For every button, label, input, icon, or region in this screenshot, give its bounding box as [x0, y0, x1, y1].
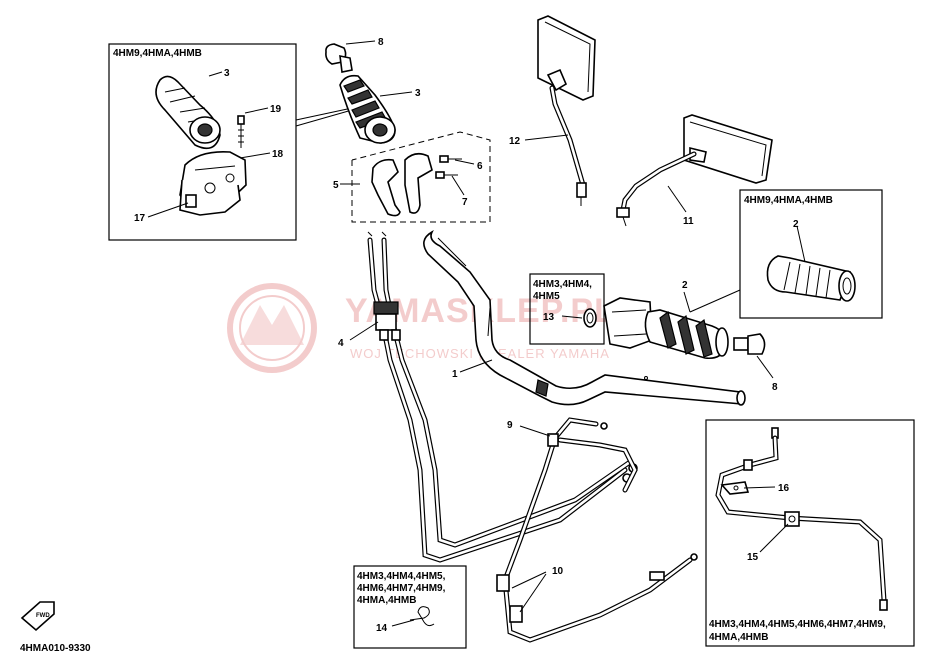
- bolt-part-19: [237, 115, 245, 148]
- front-arrow-icon: FWD: [20, 601, 55, 632]
- lever-holder-group-5: [351, 131, 491, 223]
- callout-2b: 2: [682, 280, 688, 291]
- box-middle-line-1: 4HM3,4HM4,: [533, 279, 592, 290]
- grip-part-2-boxed: [766, 255, 856, 302]
- box-right-grip-label: 4HM9,4HMA,4HMB: [744, 195, 833, 206]
- grip-end-part-8-top: [325, 43, 353, 73]
- callout-8a: 8: [378, 37, 384, 48]
- callout-10: 10: [552, 566, 564, 577]
- clip-part-14: [409, 606, 435, 627]
- callout-17: 17: [134, 213, 146, 224]
- callout-14: 14: [376, 623, 388, 634]
- mirror-part-11: [616, 114, 773, 227]
- front-indicator: FWD: [36, 613, 50, 619]
- grip-part-3: [155, 75, 221, 150]
- cable-part-15: [715, 427, 888, 611]
- box-bottom-mid-line-1: 4HM3,4HM4,4HM5,: [357, 571, 446, 582]
- callout-8b: 8: [772, 382, 778, 393]
- footer-code: 4HMA010-9330: [20, 643, 91, 654]
- callout-3a: 3: [224, 68, 230, 79]
- callout-15: 15: [747, 552, 759, 563]
- callout-6: 6: [477, 161, 483, 172]
- mirror-part-12: [537, 15, 596, 206]
- box-middle-line-2: 4HM5: [533, 291, 560, 302]
- box-top-left: 4HM9,4HMA,4HMB 3 19 18 17: [108, 43, 353, 241]
- box-bottom-right-line-2: 4HMA,4HMB: [709, 632, 768, 643]
- callout-7: 7: [462, 197, 468, 208]
- box-bottom-mid: 4HM3,4HM4,4HM5, 4HM6,4HM7,4HM9, 4HMA,4HM…: [353, 565, 467, 649]
- box-right-grip: 4HM9,4HMA,4HMB 2: [689, 189, 883, 319]
- callout-2a: 2: [793, 219, 799, 230]
- box-bottom-right: 4HM3,4HM4,4HM5,4HM6,4HM7,4HM9, 4HMA,4HMB…: [705, 419, 915, 647]
- callout-5: 5: [333, 180, 339, 191]
- grip-part-3-center: [339, 74, 396, 144]
- throttle-cable-part-4: [367, 231, 638, 563]
- throttle-grip-part-2: [603, 297, 729, 360]
- clamp-part-10: [496, 574, 523, 623]
- yamaha-logo-icon: [227, 283, 317, 373]
- box-top-left-label: 4HM9,4HMA,4HMB: [113, 48, 202, 59]
- callout-1: 1: [452, 369, 458, 380]
- box-bottom-mid-line-3: 4HMA,4HMB: [357, 595, 416, 606]
- callout-16: 16: [778, 483, 790, 494]
- box-bottom-right-line-1: 4HM3,4HM4,4HM5,4HM6,4HM7,4HM9,: [709, 619, 886, 630]
- callout-3b: 3: [415, 88, 421, 99]
- box-bottom-mid-line-2: 4HM6,4HM7,4HM9,: [357, 583, 446, 594]
- callout-12: 12: [509, 136, 521, 147]
- bracket-part-16: [720, 481, 750, 495]
- callout-13: 13: [543, 312, 555, 323]
- handlebar-part-1: [423, 229, 746, 406]
- callout-11: 11: [683, 216, 694, 227]
- callout-18: 18: [272, 149, 284, 160]
- collar-part-13: [583, 308, 597, 328]
- callout-19: 19: [270, 104, 282, 115]
- grip-end-part-8-right: [733, 333, 766, 355]
- switch-housing-part-17-18: [179, 150, 247, 216]
- callout-4: 4: [338, 338, 344, 349]
- callout-9: 9: [507, 420, 513, 431]
